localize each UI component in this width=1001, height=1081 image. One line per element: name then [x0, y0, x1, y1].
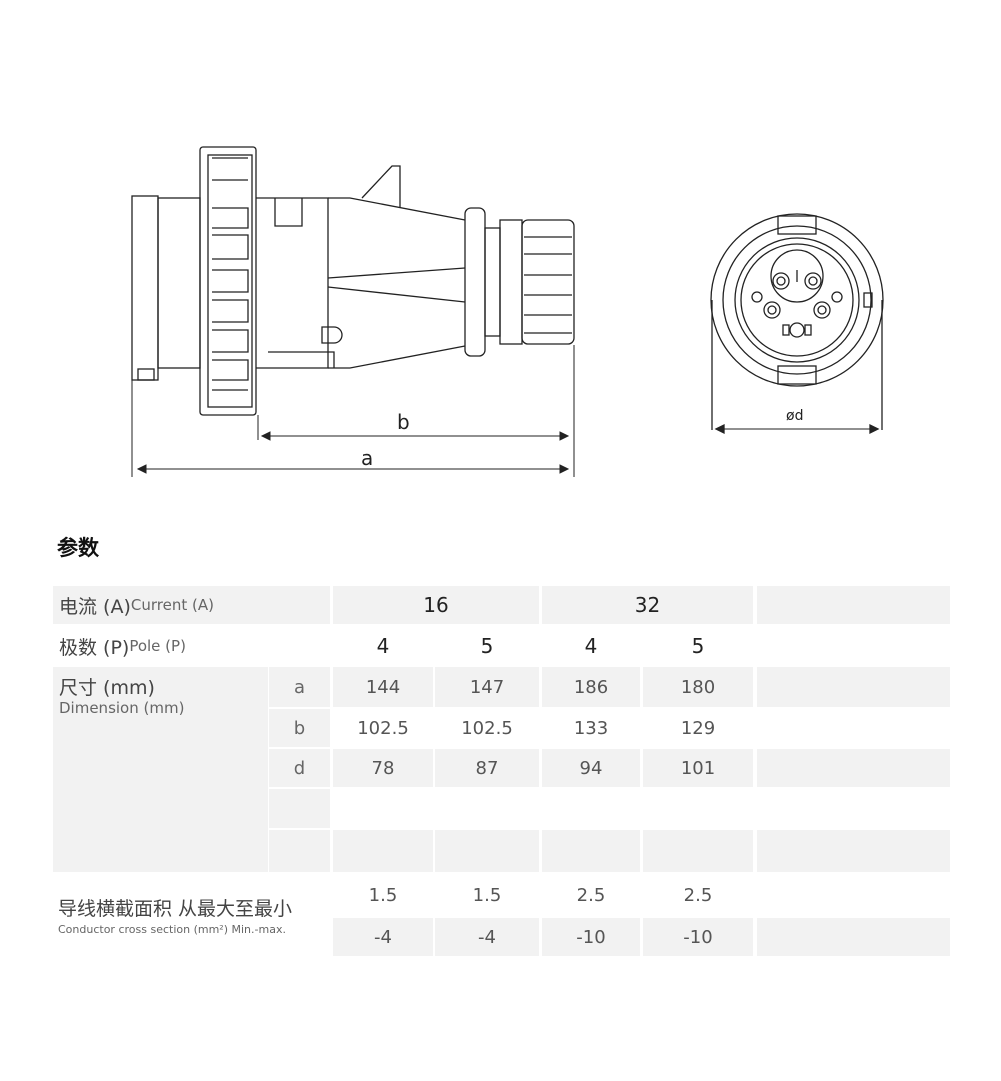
dim-d-value: 87: [435, 749, 539, 787]
dimension-key-a: a: [269, 667, 330, 707]
pole-value: 5: [480, 634, 494, 658]
front-view-drawing: [710, 213, 884, 435]
dimension-label-cn: 尺寸 (mm): [59, 677, 155, 699]
current-32: 32: [542, 586, 753, 624]
pole-value: 5: [691, 634, 705, 658]
conductor-min: 1.5: [368, 884, 398, 906]
dim-b-value: 102.5: [461, 717, 513, 739]
empty-cell: [757, 830, 950, 872]
dimension-d-label: ød: [786, 408, 804, 424]
empty-cell: [542, 830, 640, 872]
pole-label-en: Pole (P): [129, 637, 186, 655]
conductor-max: -10: [643, 918, 753, 956]
dim-a-value: 144: [333, 667, 433, 707]
current-label: 电流 (A)Current (A): [53, 586, 330, 624]
conductor-label-cn: 导线横截面积 从最大至最小: [58, 898, 293, 920]
conductor-max: -10: [542, 918, 640, 956]
dimension-b-label: b: [397, 410, 410, 434]
current-label-cn: 电流 (A): [59, 595, 131, 618]
dimension-label: 尺寸 (mm) Dimension (mm): [53, 667, 268, 872]
conductor-max: -4: [435, 918, 539, 956]
dim-d-value: 94: [542, 749, 640, 787]
conductor-min: 1.5: [472, 884, 502, 906]
pole-value: 4: [584, 634, 598, 658]
conductor-label-en: Conductor cross section (mm²) Min.-max.: [58, 923, 286, 936]
dim-d-value: 78: [333, 749, 433, 787]
empty-cell: [643, 830, 753, 872]
section-title: 参数: [57, 536, 99, 560]
empty-cell: [333, 830, 433, 872]
conductor-label: 导线横截面积 从最大至最小 Conductor cross section (m…: [58, 897, 333, 936]
empty-cell: [757, 918, 950, 956]
side-view-drawing: [131, 146, 575, 416]
conductor-max: -4: [333, 918, 433, 956]
conductor-min: 2.5: [576, 884, 606, 906]
pole-label: 极数 (P)Pole (P): [53, 627, 330, 665]
dim-a-value: 147: [435, 667, 539, 707]
dim-b-value: 102.5: [357, 717, 409, 739]
dim-a-value: 180: [643, 667, 753, 707]
empty-cell: [757, 667, 950, 707]
dimension-label-en: Dimension (mm): [59, 699, 185, 717]
empty-cell: [435, 830, 539, 872]
dim-d-value: 101: [643, 749, 753, 787]
dim-b-value: 133: [573, 717, 609, 739]
dim-b-value: 129: [680, 717, 716, 739]
dimension-key-d: d: [269, 749, 330, 787]
empty-cell: [269, 789, 330, 828]
pole-value: 4: [376, 634, 390, 658]
empty-cell: [757, 749, 950, 787]
conductor-min: 2.5: [683, 884, 713, 906]
dimension-a-label: a: [361, 446, 374, 470]
current-16: 16: [333, 586, 539, 624]
current-label-en: Current (A): [130, 596, 214, 614]
dimension-lines: [131, 345, 575, 477]
dimension-key-b: b: [269, 709, 330, 747]
plug-dimension-drawing: [131, 146, 884, 477]
empty-cell: [757, 586, 950, 624]
dim-a-value: 186: [542, 667, 640, 707]
pole-label-cn: 极数 (P): [59, 636, 130, 659]
empty-cell: [269, 830, 330, 872]
